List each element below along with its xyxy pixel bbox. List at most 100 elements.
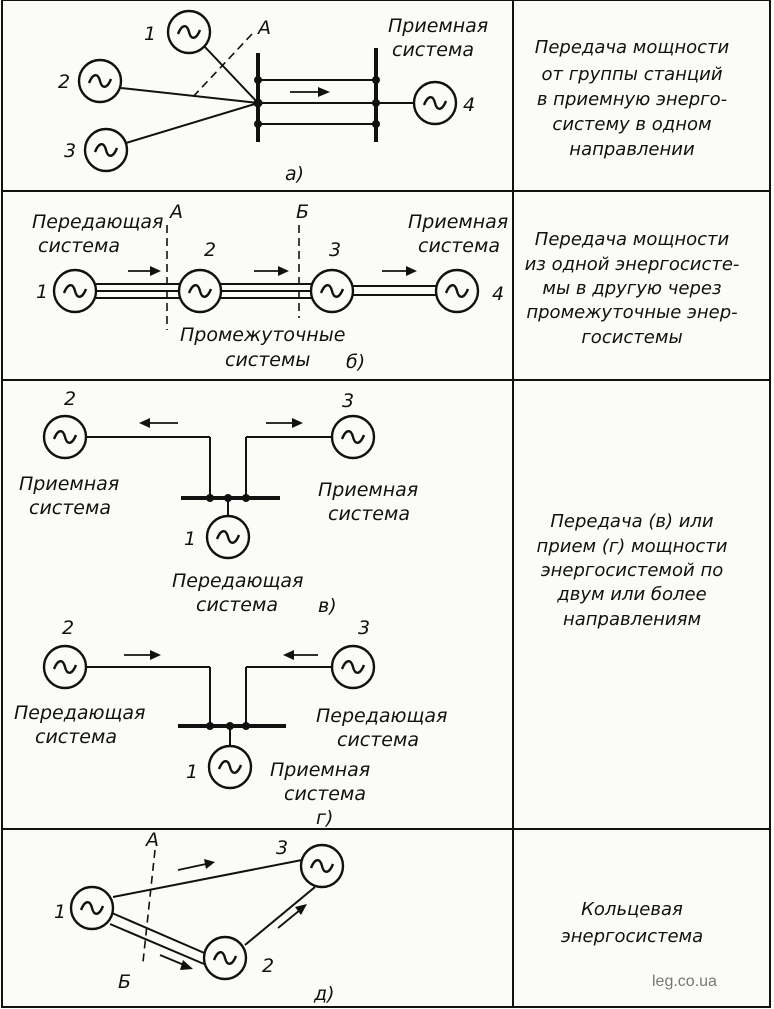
section-a-label: А	[256, 17, 271, 39]
flow-arrow	[290, 87, 330, 97]
generator-3	[309, 268, 355, 314]
diagram-v: 2 3 1 Приемная система Приемная система …	[19, 388, 418, 617]
flow-arrow-right	[266, 418, 303, 428]
flow-arrow-3	[382, 266, 417, 276]
gen1-label: 1	[184, 528, 196, 550]
gen1-label: 1	[54, 901, 66, 923]
svg-text:Кольцевая: Кольцевая	[581, 899, 683, 920]
diagram-tag-d: д)	[313, 983, 335, 1005]
generator-1	[52, 268, 98, 314]
receiving-label-1: Приемная	[388, 15, 488, 37]
svg-text:Передача мощности: Передача мощности	[535, 37, 730, 58]
svg-text:из одной энергосисте-: из одной энергосисте-	[525, 254, 740, 275]
section-line-a	[142, 849, 156, 963]
gen2-label: 2	[64, 388, 76, 410]
description-d: Кольцевая энергосистема	[561, 899, 703, 947]
generator-3	[330, 414, 376, 460]
recv-left-label-2: система	[29, 497, 111, 519]
generator-4	[434, 268, 480, 314]
svg-text:систему в одном: систему в одном	[552, 114, 711, 135]
send-label-1: Передающая	[172, 570, 303, 592]
generator-2	[42, 414, 88, 460]
svg-text:двум или более: двум или более	[556, 584, 706, 605]
recv-label-1: Приемная	[270, 759, 370, 781]
section-line-a	[189, 33, 253, 101]
svg-text:энергосистемой по: энергосистемой по	[541, 560, 723, 581]
send-right-label-2: система	[337, 729, 419, 751]
generator-3	[83, 127, 129, 173]
section-a-label: А	[144, 829, 159, 851]
svg-text:прием (г) мощности: прием (г) мощности	[537, 536, 728, 557]
generator-1	[166, 9, 212, 55]
description-b: Передача мощности из одной энергосисте- …	[525, 229, 740, 348]
intermediate-label-2: системы	[225, 349, 310, 371]
svg-text:от группы станций: от группы станций	[541, 64, 722, 85]
sending-label-2: система	[38, 235, 120, 257]
gen4-label: 4	[492, 283, 504, 305]
svg-text:энергосистема: энергосистема	[561, 926, 703, 947]
svg-text:мы в другую через: мы в другую через	[542, 278, 721, 299]
generator-4	[412, 80, 458, 126]
flow-arrow-left	[139, 418, 178, 428]
send-left-label-2: система	[35, 726, 117, 748]
receiving-label-1: Приемная	[408, 211, 508, 233]
diagram-tag-b: б)	[346, 351, 365, 373]
flow-arrow-2-3	[277, 904, 307, 929]
gen2-label: 2	[62, 617, 74, 639]
svg-text:госистемы: госистемы	[581, 327, 682, 348]
generator-2	[42, 644, 88, 690]
section-b-label: Б	[296, 201, 309, 223]
gen4-label: 4	[463, 94, 475, 116]
flow-arrow-in-right	[283, 650, 318, 660]
generator-1	[205, 514, 251, 560]
diagram-tag-g: г)	[316, 807, 333, 829]
gen2-label: 2	[58, 71, 70, 93]
svg-text:Передача (в) или: Передача (в) или	[550, 511, 714, 532]
diagram-b: Передающая система Приемная система А Б …	[32, 201, 508, 373]
gen2-label: 2	[262, 955, 274, 977]
gen3-label: 3	[342, 390, 354, 412]
svg-text:Передача мощности: Передача мощности	[535, 229, 730, 250]
flow-arrow-in-left	[124, 650, 161, 660]
flow-arrow-1	[128, 266, 161, 276]
gen1-label: 1	[36, 281, 48, 303]
generator-1	[207, 744, 253, 790]
sending-label-1: Передающая	[32, 211, 163, 233]
diagram-g: 2 3 1 Передающая система Передающая сист…	[14, 617, 447, 829]
gen1-label: 1	[186, 761, 198, 783]
generator-2	[177, 268, 223, 314]
section-a-label: А	[168, 201, 183, 223]
watermark: leg.co.ua	[652, 973, 717, 990]
generator-3	[330, 644, 376, 690]
gen1-label: 1	[144, 23, 156, 45]
receiving-label-2: система	[392, 39, 474, 61]
gen2-label: 2	[204, 239, 216, 261]
gen3-label: 3	[276, 837, 288, 859]
send-left-label-1: Передающая	[14, 702, 145, 724]
description-vg: Передача (в) или прием (г) мощности энер…	[537, 511, 728, 630]
intermediate-label-1: Промежуточные	[180, 324, 345, 346]
diagram-tag-a: а)	[285, 163, 304, 185]
receiving-label-2: система	[418, 235, 500, 257]
gen3-label: 3	[64, 140, 76, 162]
diagram-tag-v: в)	[318, 595, 337, 617]
send-label-2: система	[196, 594, 278, 616]
send-right-label-1: Передающая	[316, 705, 447, 727]
svg-text:в приемную энерго-: в приемную энерго-	[537, 89, 727, 110]
recv-label-2: система	[284, 783, 366, 805]
diagram-d: А Б 1 2 3 д)	[54, 829, 345, 1005]
flow-arrow-1-2	[159, 954, 193, 970]
generator-3	[299, 843, 345, 889]
gen3-label: 3	[329, 239, 341, 261]
description-a: Передача мощности от группы станций в пр…	[535, 37, 730, 160]
recv-right-label-1: Приемная	[318, 479, 418, 501]
flow-arrow-1-3	[177, 859, 215, 871]
svg-text:промежуточные энер-: промежуточные энер-	[526, 302, 737, 323]
section-b-label: Б	[118, 971, 131, 993]
flow-arrow-2	[254, 266, 289, 276]
generator-1	[69, 885, 115, 931]
generator-2	[202, 935, 248, 981]
